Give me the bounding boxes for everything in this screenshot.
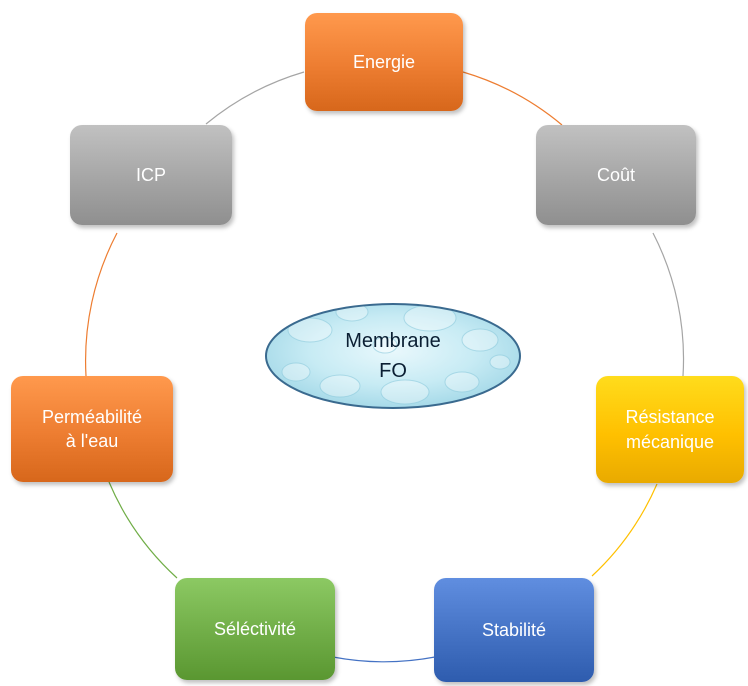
node-stabilite-label: Stabilité <box>481 619 547 640</box>
arc-stabilite-selectivite <box>332 656 436 663</box>
arc-icp-energie <box>205 71 305 125</box>
center-label: Membrane FO <box>268 305 518 407</box>
node-selectivite: Séléctivité <box>175 578 335 680</box>
node-energie-label: Energie <box>352 51 416 72</box>
node-icp-label: ICP <box>135 164 166 185</box>
node-permeabilite-line2: à l'eau <box>65 431 119 451</box>
arc-energie-cout <box>462 71 563 126</box>
arc-cout-resistance <box>652 232 685 377</box>
arc-permeabilite-icp <box>84 232 118 377</box>
center-ellipse <box>265 303 521 409</box>
node-resistance-line2: mécanique <box>625 431 715 452</box>
arc-selectivite-permeabilite <box>108 481 178 579</box>
arc-resistance-stabilite <box>591 483 658 577</box>
node-icp: ICP <box>70 125 232 225</box>
node-selectivite-label: Séléctivité <box>213 618 297 639</box>
center-label-line1: Membrane <box>345 330 441 352</box>
node-stabilite: Stabilité <box>434 578 594 682</box>
node-energie: Energie <box>305 13 463 111</box>
node-permeabilite: Perméabilité à l'eau <box>11 376 173 482</box>
node-cout-label: Coût <box>596 164 636 185</box>
node-permeabilite-line1: Perméabilité <box>41 406 143 427</box>
node-cout: Coût <box>536 125 696 225</box>
center-label-line2: FO <box>379 360 407 382</box>
node-resistance-mecanique: Résistance mécanique <box>596 376 744 483</box>
node-resistance-line1: Résistance <box>625 407 715 428</box>
